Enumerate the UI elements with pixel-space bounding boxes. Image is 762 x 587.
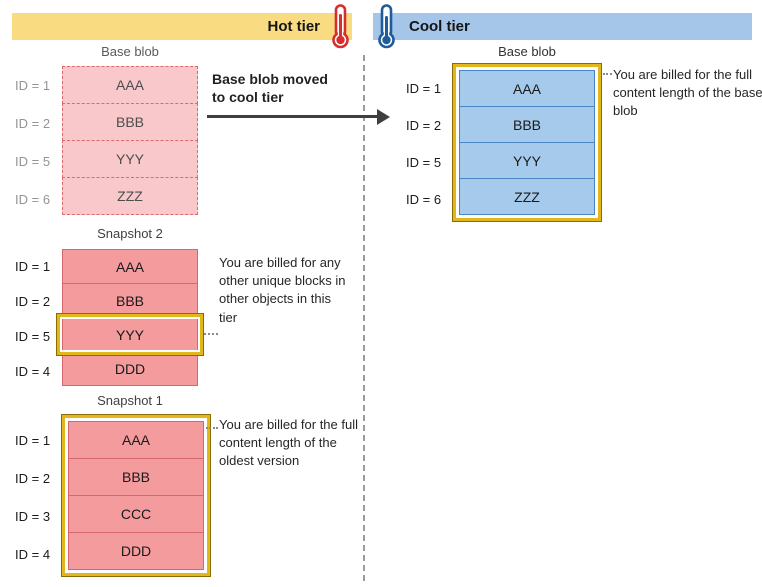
block-id-label: ID = 3: [15, 508, 51, 524]
block-cell: BBB: [62, 103, 198, 141]
block-id-label: ID = 2: [15, 115, 51, 131]
block-cell: BBB: [68, 458, 204, 496]
move-to-cool-note: Base blob moved to cool tier: [212, 71, 328, 106]
cool-tier-header: Cool tier: [373, 13, 752, 40]
block-id-column: ID = 1 ID = 2 ID = 5 ID = 6: [403, 64, 453, 218]
block-id-label: ID = 1: [15, 259, 51, 274]
block-id-label: ID = 5: [406, 155, 442, 170]
block-id-label: ID = 6: [406, 192, 442, 207]
block-id-label: ID = 4: [15, 364, 51, 379]
snapshot2-table: Snapshot 2 ID = 1 ID = 2 ID = 5 ID = 4 A…: [12, 226, 203, 389]
block-cell: AAA: [62, 249, 198, 284]
block-id-label: ID = 1: [15, 77, 51, 93]
cool-base-blob-title: Base blob: [498, 44, 556, 59]
block-cell: YYY: [62, 140, 198, 178]
arrow-shaft: [207, 115, 379, 118]
block-cell-highlighted: YYY: [57, 314, 203, 355]
snapshot2-title: Snapshot 2: [97, 226, 163, 241]
block-id-label: ID = 5: [15, 153, 51, 169]
block-id-label: ID = 1: [406, 81, 442, 96]
cool-base-billing-note: You are billed for the full content leng…: [613, 67, 762, 119]
block-cell-text: YYY: [115, 326, 144, 343]
snapshot2-billing-note: You are billed for any other unique bloc…: [219, 255, 346, 325]
thermometer-hot-icon: [332, 4, 349, 49]
hot-tier-label: Hot tier: [267, 18, 321, 35]
block-cell: DDD: [68, 532, 204, 570]
gold-framed-cell-column: AAA BBB CCC DDD: [62, 415, 210, 576]
block-id-label: ID = 2: [15, 294, 51, 309]
block-cell-column: AAA BBB YYY DDD: [57, 249, 203, 386]
cool-base-blob-table: Base blob ID = 1 ID = 2 ID = 5 ID = 6 AA…: [403, 44, 601, 221]
thermometer-cold-icon: [378, 4, 395, 49]
block-id-column: ID = 1 ID = 2 ID = 3 ID = 4: [12, 415, 62, 573]
arrow-head: [377, 109, 390, 125]
block-id-label: ID = 1: [15, 432, 51, 448]
tier-divider-line: [363, 55, 365, 581]
block-cell: CCC: [68, 495, 204, 533]
block-id-label: ID = 5: [15, 329, 51, 344]
hot-base-blob-table: Base blob ID = 1 ID = 2 ID = 5 ID = 6 AA…: [12, 44, 198, 218]
block-id-label: ID = 2: [406, 118, 442, 133]
block-cell: BBB: [459, 106, 595, 143]
block-id-column: ID = 1 ID = 2 ID = 5 ID = 4: [12, 249, 62, 389]
block-cell-column: AAA BBB YYY ZZZ: [62, 66, 198, 215]
block-cell: AAA: [62, 66, 198, 104]
block-id-column: ID = 1 ID = 2 ID = 5 ID = 6: [12, 66, 62, 218]
hot-tier-header: Hot tier: [12, 13, 352, 40]
block-cell: AAA: [459, 70, 595, 107]
block-cell: ZZZ: [62, 177, 198, 215]
block-id-label: ID = 6: [15, 191, 51, 207]
snapshot1-billing-note: You are billed for the full content leng…: [219, 417, 359, 469]
block-cell: ZZZ: [459, 178, 595, 215]
block-cell: YYY: [459, 142, 595, 179]
block-cell: DDD: [62, 351, 198, 386]
dotted-leader: [204, 333, 218, 335]
snapshot1-title: Snapshot 1: [97, 393, 163, 408]
gold-framed-cell-column: AAA BBB YYY ZZZ: [453, 64, 601, 221]
block-id-label: ID = 2: [15, 470, 51, 486]
hot-base-blob-title: Base blob: [101, 44, 159, 59]
snapshot1-table: Snapshot 1 ID = 1 ID = 2 ID = 3 ID = 4 A…: [12, 393, 210, 576]
dotted-leader: [603, 73, 612, 75]
cool-tier-label: Cool tier: [409, 18, 470, 35]
block-cell: BBB: [62, 283, 198, 318]
dotted-leader: [206, 427, 218, 429]
move-arrow: [207, 109, 390, 125]
block-id-label: ID = 4: [15, 546, 51, 562]
block-cell: AAA: [68, 421, 204, 459]
